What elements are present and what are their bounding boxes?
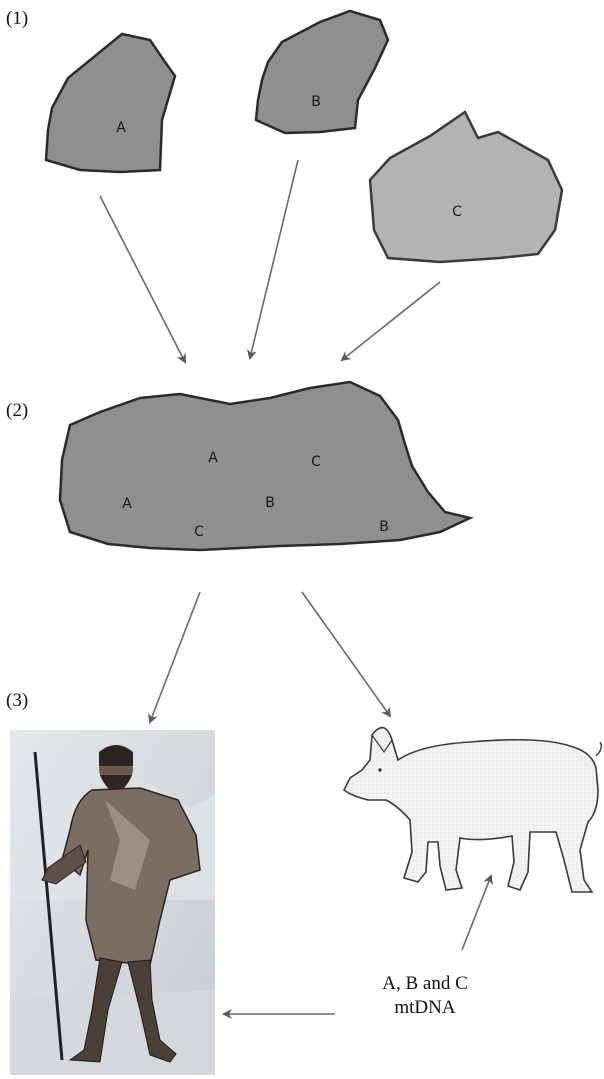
arrow-mix-to-human — [150, 592, 200, 722]
arrow-c-to-mix — [342, 282, 440, 360]
arrow-a-to-mix — [100, 196, 185, 362]
region-b-blob: B — [256, 11, 388, 133]
mtdna-caption: A, B and C mtDNA — [340, 972, 510, 1020]
arrow-b-to-mix — [250, 160, 298, 358]
mtdna-caption-line2: mtDNA — [340, 996, 510, 1020]
pig-illustration — [344, 728, 601, 892]
arrow-mix-to-pig — [302, 592, 390, 716]
region-c-label: C — [452, 204, 462, 220]
arrow-mtdna-to-pig — [462, 876, 491, 950]
mix-label-6: B — [379, 519, 389, 535]
prehistoric-human-illustration — [10, 730, 215, 1075]
mix-label-5: C — [194, 524, 204, 540]
mix-label-3: A — [122, 496, 132, 512]
mtdna-caption-line1: A, B and C — [340, 972, 510, 996]
region-c-blob: C — [370, 112, 562, 262]
region-a-label: A — [116, 120, 126, 136]
mix-label-2: C — [311, 454, 321, 470]
mixed-population-blob: A C A B C B — [60, 382, 470, 550]
region-b-label: B — [311, 94, 321, 110]
mix-label-1: A — [208, 450, 218, 466]
mix-label-4: B — [265, 495, 275, 511]
region-a-blob: A — [46, 34, 175, 172]
